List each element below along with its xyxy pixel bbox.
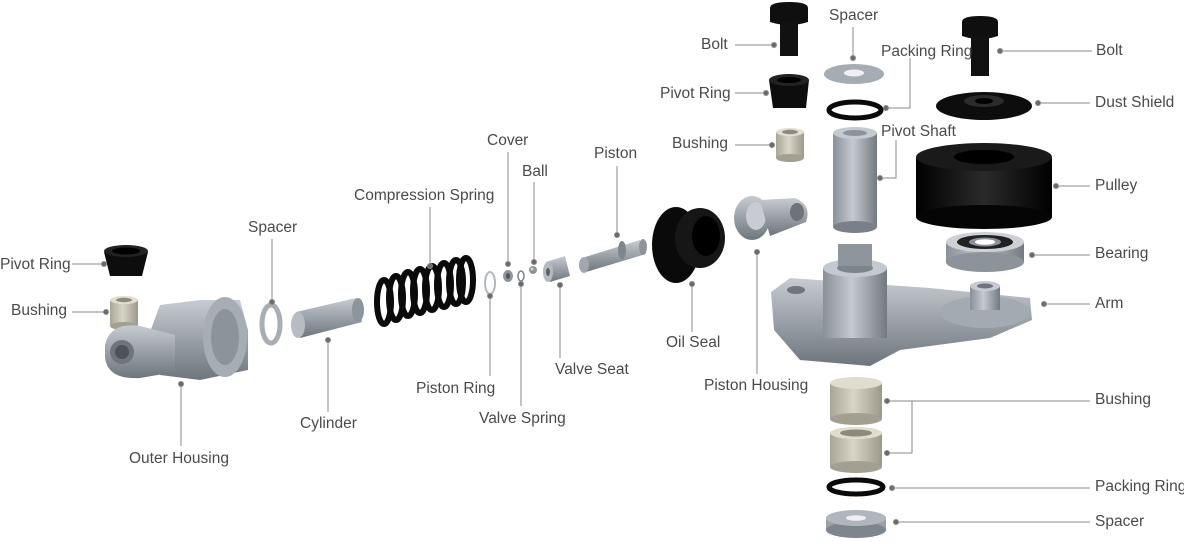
label-cover: Cover bbox=[487, 132, 529, 149]
label-packing-ring-bottom: Packing Ring bbox=[1095, 478, 1184, 495]
label-compression-spring: Compression Spring bbox=[354, 187, 495, 204]
piston-part bbox=[579, 239, 647, 273]
label-bearing: Bearing bbox=[1095, 245, 1149, 262]
spacer-bottom-part bbox=[826, 510, 886, 538]
label-pivot-ring-top: Pivot Ring bbox=[660, 85, 731, 102]
label-pivot-ring-left: Pivot Ring bbox=[0, 256, 71, 273]
valve-seat-part bbox=[543, 256, 570, 282]
packing-ring-top-part bbox=[826, 99, 884, 121]
label-oil-seal: Oil Seal bbox=[666, 334, 721, 351]
pivot-shaft-part bbox=[833, 127, 877, 233]
bolt-right-part bbox=[962, 16, 998, 76]
bushing-bottom-lower-part bbox=[830, 427, 882, 473]
valve-spring-part bbox=[517, 270, 525, 282]
cover-part bbox=[503, 270, 513, 282]
label-bolt-left: Bolt bbox=[701, 36, 728, 53]
label-pulley: Pulley bbox=[1095, 177, 1138, 194]
leader-lines bbox=[72, 27, 1092, 525]
dust-shield-part bbox=[936, 92, 1032, 120]
piston-housing-part bbox=[734, 196, 808, 240]
label-piston-ring: Piston Ring bbox=[416, 380, 496, 397]
piston-ring-part bbox=[484, 271, 496, 295]
label-spacer-top: Spacer bbox=[829, 7, 879, 24]
outer-housing-part bbox=[105, 297, 248, 380]
spacer-left-part bbox=[259, 302, 283, 346]
label-valve-seat: Valve Seat bbox=[555, 361, 629, 378]
label-arm: Arm bbox=[1095, 295, 1124, 312]
label-bushing-top: Bushing bbox=[672, 135, 729, 152]
spacer-top-part bbox=[824, 64, 884, 84]
bolt-left-part bbox=[770, 2, 808, 56]
bushing-top-part bbox=[776, 128, 804, 162]
label-dust-shield: Dust Shield bbox=[1095, 94, 1175, 111]
label-bolt-right: Bolt bbox=[1096, 42, 1123, 59]
compression-spring-part bbox=[374, 255, 476, 327]
label-outer-housing: Outer Housing bbox=[129, 450, 229, 467]
label-ball: Ball bbox=[522, 163, 548, 180]
oil-seal-part bbox=[652, 207, 725, 283]
label-bushing-left: Bushing bbox=[11, 302, 68, 319]
label-packing-ring-top: Packing Ring bbox=[881, 43, 973, 60]
label-spacer-left: Spacer bbox=[248, 219, 298, 236]
bushing-left-part bbox=[110, 296, 138, 330]
ball-part bbox=[529, 266, 537, 274]
label-spacer-bottom: Spacer bbox=[1095, 513, 1145, 530]
pivot-ring-left-part bbox=[104, 245, 148, 276]
label-bushing-bottom: Bushing bbox=[1095, 391, 1152, 408]
label-valve-spring: Valve Spring bbox=[479, 410, 566, 427]
label-piston: Piston bbox=[594, 145, 638, 162]
arm-part bbox=[771, 244, 1032, 366]
bearing-part bbox=[946, 232, 1024, 272]
packing-ring-bottom-part bbox=[826, 477, 886, 497]
label-pivot-shaft: Pivot Shaft bbox=[881, 123, 956, 140]
cylinder-part bbox=[291, 298, 364, 338]
label-piston-housing: Piston Housing bbox=[704, 377, 809, 394]
bushing-bottom-upper-part bbox=[830, 377, 882, 425]
label-cylinder: Cylinder bbox=[300, 415, 357, 432]
pulley-part bbox=[916, 143, 1052, 229]
pivot-ring-top-part bbox=[769, 74, 809, 108]
